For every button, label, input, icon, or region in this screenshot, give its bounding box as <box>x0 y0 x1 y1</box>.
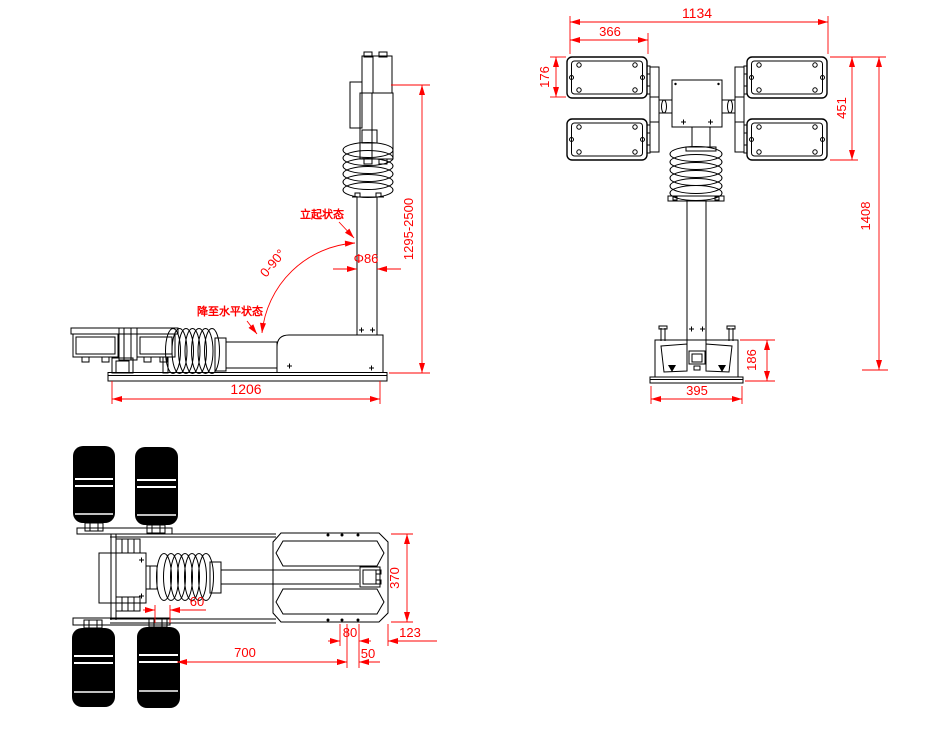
front-gearbox <box>671 79 723 128</box>
front-lamp-mounts <box>646 65 748 154</box>
front-mast-coil <box>667 126 725 202</box>
side-lamp-head <box>349 51 394 165</box>
dim-base-width: 395 <box>686 383 708 398</box>
side-coil-cable <box>165 328 220 374</box>
dim-base-height: 186 <box>744 349 759 371</box>
dim-lamp-stack-height: 451 <box>834 97 849 119</box>
front-lamp-top-right <box>746 56 828 99</box>
dim-lamp-width: 366 <box>599 24 621 39</box>
top-wheel-rear-right <box>137 618 180 708</box>
side-arm <box>214 337 278 372</box>
dim-lamp-height: 176 <box>537 66 552 88</box>
front-lamp-top-left <box>566 56 648 99</box>
dim-mast-diameter: Φ86 <box>354 251 379 266</box>
dim-700: 700 <box>234 645 256 660</box>
dim-height-range: 1295-2500 <box>401 198 416 260</box>
top-dimensions: 370 60 700 50 80 123 <box>143 533 437 668</box>
side-body-box <box>276 334 384 373</box>
top-mast-pole <box>209 561 359 594</box>
dim-60: 60 <box>190 594 204 609</box>
top-view: 370 60 700 50 80 123 <box>72 446 437 708</box>
top-trailer-body <box>272 532 389 623</box>
dim-50: 50 <box>361 646 375 661</box>
dim-total-height: 1408 <box>858 202 873 231</box>
side-folded-lamps <box>70 327 179 374</box>
top-frame-rails <box>110 533 276 624</box>
front-mast <box>686 201 707 371</box>
side-dimensions: 1295-2500 Φ86 0-90° 立起状态 降至水平状态 1206 <box>111 84 430 404</box>
front-base <box>649 325 744 384</box>
front-lamp-bottom-right <box>746 118 828 161</box>
top-wheel-rear-left <box>72 619 115 707</box>
side-mast-coil <box>342 142 394 198</box>
top-head-box <box>98 552 158 604</box>
label-raised-state: 立起状态 <box>300 207 344 221</box>
side-base-plate <box>107 372 388 382</box>
dim-base-length: 1206 <box>230 381 261 397</box>
top-wheel-front-right <box>135 447 178 534</box>
side-view: 1295-2500 Φ86 0-90° 立起状态 降至水平状态 1206 <box>70 51 430 404</box>
front-dimensions: 1134 366 176 451 1408 186 395 <box>537 5 888 404</box>
front-lamp-bottom-left <box>566 118 648 161</box>
top-coil-cable <box>156 553 214 601</box>
top-wheel-front-left <box>73 446 115 532</box>
dim-body-width: 370 <box>387 567 402 589</box>
dim-80: 80 <box>343 625 357 640</box>
dim-123: 123 <box>399 625 421 640</box>
side-mast <box>356 197 378 335</box>
dim-total-width: 1134 <box>682 5 712 21</box>
label-lowered-state: 降至水平状态 <box>197 304 263 318</box>
front-view: 1134 366 176 451 1408 186 395 <box>537 5 888 404</box>
dim-tilt-angle: 0-90° <box>257 246 289 280</box>
